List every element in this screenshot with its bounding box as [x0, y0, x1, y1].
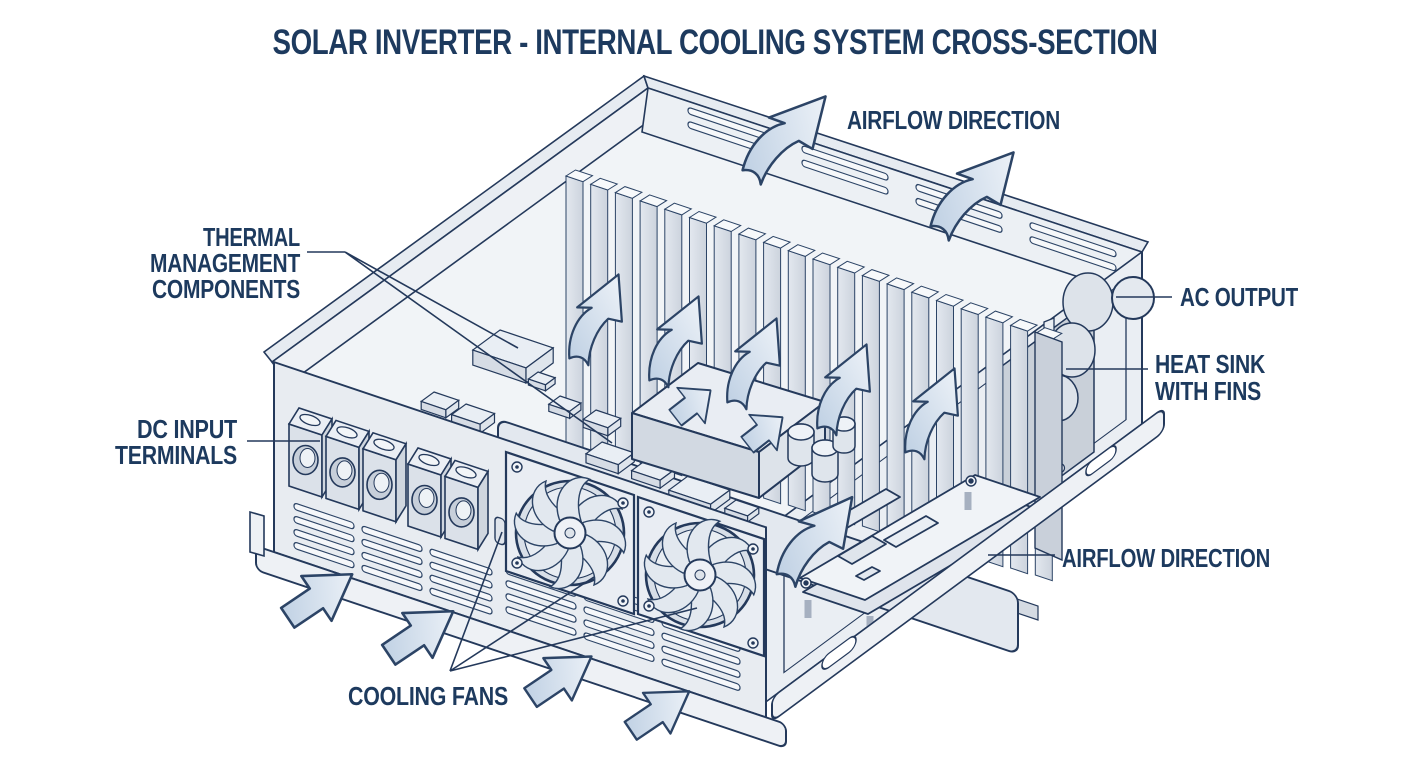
- vent-slot: [429, 548, 493, 576]
- component-side: [544, 376, 556, 393]
- label-dc-input-line2: TERMINALS: [115, 440, 237, 470]
- vent-slot: [429, 561, 493, 589]
- heat-sink-fin-top: [589, 177, 619, 191]
- label-thermal-line1: THERMAL: [203, 222, 300, 252]
- leader-thermal: [307, 251, 613, 444]
- vent-slot: [661, 632, 741, 665]
- heat-sink-fin-top: [960, 302, 989, 316]
- heat-sink-fin-top: [811, 252, 841, 266]
- label-airflow-direction-right: AIRFLOW DIRECTION: [1062, 543, 1270, 573]
- heat-sink-fin-top: [688, 210, 718, 224]
- heat-sink-fin-top: [787, 244, 816, 257]
- cooling-fan-left: [504, 450, 636, 616]
- cooling-fan-right: [637, 495, 766, 658]
- vent-slot: [361, 564, 423, 592]
- vent-slot: [293, 515, 355, 543]
- heat-sink-fin-top: [1009, 318, 1039, 332]
- heat-sink-fin-top: [836, 260, 866, 274]
- heat-sink-fin: [861, 274, 880, 533]
- label-airflow-direction-top: AIRFLOW DIRECTION: [847, 105, 1060, 135]
- component-side: [659, 468, 676, 490]
- heat-sink-fin-top: [984, 310, 1014, 324]
- vent-slot: [661, 645, 741, 678]
- label-thermal-line2: MANAGEMENT: [150, 248, 300, 278]
- heat-sink-fin-top: [713, 219, 742, 233]
- vent-slot: [583, 632, 655, 663]
- cable-clip: [494, 516, 506, 546]
- heat-sink-fin-top: [885, 277, 915, 291]
- vent-slot: [429, 587, 493, 615]
- ac-output-connector: [1111, 276, 1155, 320]
- vent-slot: [429, 574, 493, 602]
- label-heat-sink-line2: WITH FINS: [1155, 376, 1261, 406]
- diagram-title: SOLAR INVERTER - INTERNAL COOLING SYSTEM…: [273, 23, 1158, 62]
- capacitors: [787, 416, 856, 483]
- heat-sink-fin-top: [737, 227, 767, 241]
- vent-slot: [293, 528, 355, 556]
- heat-sink-fin-top: [638, 194, 668, 208]
- vent-slot: [1029, 222, 1117, 258]
- heat-sink-fin-top: [762, 235, 792, 249]
- vent-slot: [801, 159, 889, 195]
- label-ac-output: AC OUTPUT: [1180, 282, 1298, 312]
- vent-slot: [361, 525, 423, 553]
- vent-slot: [293, 502, 355, 530]
- mounting-flange-right: [771, 409, 1165, 720]
- vent-slot: [505, 606, 577, 636]
- component-side: [525, 346, 554, 385]
- thermal-management-components: [419, 329, 761, 524]
- vent-slot: [361, 538, 423, 566]
- vent-slot: [583, 606, 655, 637]
- heat-sink-fin-top: [564, 169, 594, 183]
- vent-slot: [661, 658, 741, 691]
- heat-sink-end-block: [1034, 330, 1063, 562]
- component-side: [445, 399, 460, 419]
- vent-slot: [801, 145, 889, 181]
- heat-sink-fin-top: [910, 285, 940, 299]
- vent-slot: [505, 580, 577, 610]
- vent-slot: [361, 551, 423, 579]
- mount-tab-left: [249, 510, 265, 558]
- vent-slot: [293, 541, 355, 569]
- component-side: [607, 417, 622, 437]
- label-dc-input-line1: DC INPUT: [137, 414, 237, 444]
- vent-slot: [1029, 236, 1117, 272]
- heat-sink-fin-top: [861, 269, 891, 282]
- leader-lines: [247, 251, 1172, 672]
- label-heat-sink-line1: HEAT SINK: [1155, 349, 1265, 379]
- heat-sink-fin-top: [614, 186, 644, 199]
- heat-sink-fin-top: [663, 202, 693, 216]
- vent-slot: [583, 619, 655, 650]
- heat-sink-fin-top: [935, 293, 965, 307]
- leader-cooling-fans: [449, 531, 698, 672]
- label-thermal-line3: COMPONENTS: [152, 274, 300, 304]
- label-cooling-fans: COOLING FANS: [348, 681, 508, 711]
